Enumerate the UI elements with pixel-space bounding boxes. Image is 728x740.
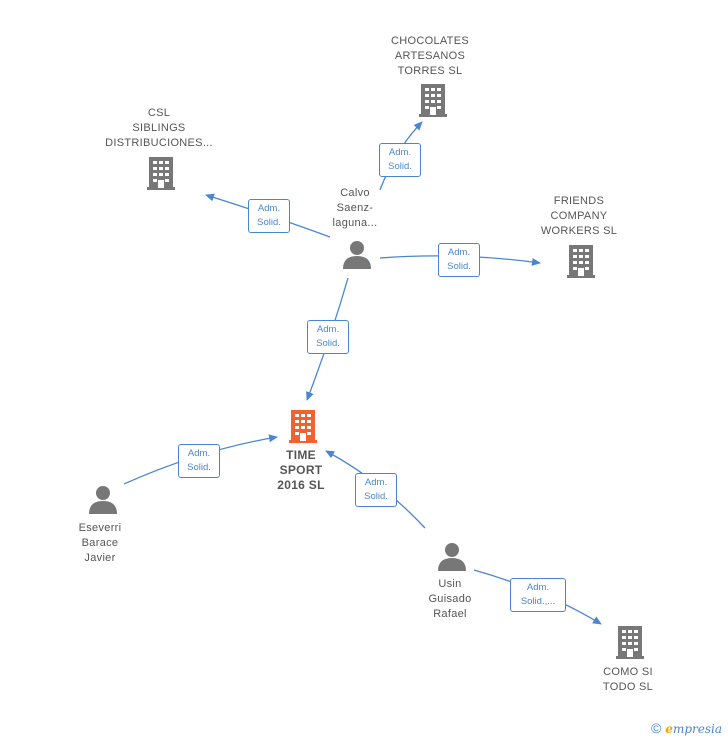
edge-label-calvo-friends[interactable]: Adm. Solid. <box>438 243 480 277</box>
edge-label-line: Solid. <box>364 491 388 502</box>
edge-label-line: Solid. <box>316 338 340 349</box>
edge-label-line: Adm. <box>316 324 340 335</box>
label-line: COMPANY <box>550 210 608 222</box>
edge-label-calvo-csl[interactable]: Adm. Solid. <box>248 199 290 233</box>
label-line: Javier <box>84 552 116 564</box>
copyright-icon: © <box>650 720 662 736</box>
edge-label-calvo-center[interactable]: Adm. Solid. <box>307 320 349 354</box>
building-icon[interactable] <box>616 626 644 659</box>
company-label-friends[interactable]: FRIENDS COMPANY WORKERS SL <box>519 194 639 239</box>
company-label-chocolates[interactable]: CHOCOLATES ARTESANOS TORRES SL <box>370 34 490 79</box>
label-line: TORRES SL <box>397 65 463 77</box>
label-line: DISTRIBUCIONES... <box>105 137 213 149</box>
edge-label-line: Solid. <box>447 261 471 272</box>
edge-label-line: Adm. <box>526 582 550 593</box>
label-line: ARTESANOS <box>394 50 466 62</box>
label-line: Usin <box>438 578 462 590</box>
building-icon[interactable] <box>147 157 175 190</box>
building-icon[interactable] <box>289 410 317 443</box>
label-line: COMO SI <box>603 666 653 678</box>
copyright-footer: ©empresia <box>651 720 722 736</box>
brand-logo-initial: e <box>665 722 673 736</box>
label-line: Calvo <box>340 187 370 199</box>
label-line: SPORT <box>279 463 323 477</box>
label-line: Saenz- <box>336 202 374 214</box>
label-line: WORKERS SL <box>540 225 618 237</box>
edge-label-line: Solid. <box>257 217 281 228</box>
label-line: Barace <box>81 537 119 549</box>
edge-label-usin-comosi[interactable]: Adm. Solid.,... <box>510 578 566 612</box>
person-label-calvo[interactable]: Calvo Saenz- laguna... <box>315 186 395 231</box>
person-icon[interactable] <box>438 543 466 571</box>
brand-logo[interactable]: empresia <box>665 722 722 736</box>
brand-logo-rest: mpresia <box>672 722 722 736</box>
building-icon[interactable] <box>567 245 595 278</box>
person-label-usin[interactable]: Usin Guisado Rafael <box>410 577 490 622</box>
label-line: laguna... <box>332 217 378 229</box>
label-line: FRIENDS <box>553 195 605 207</box>
person-icon[interactable] <box>343 241 371 269</box>
label-line: CSL <box>147 107 171 119</box>
edge-label-line: Adm. <box>364 477 388 488</box>
label-line: Guisado <box>428 593 472 605</box>
edge-label-eseverri-center[interactable]: Adm. Solid. <box>178 444 220 478</box>
label-line: TIME <box>286 448 316 462</box>
label-line: SIBLINGS <box>132 122 186 134</box>
edge-label-calvo-chocolates[interactable]: Adm. Solid. <box>379 143 421 177</box>
person-label-eseverri[interactable]: Eseverri Barace Javier <box>60 521 140 566</box>
edge-label-usin-center[interactable]: Adm. Solid. <box>355 473 397 507</box>
edge-label-line: Adm. <box>388 147 412 158</box>
edge-label-line: Solid. <box>388 161 412 172</box>
edge-label-line: Adm. <box>187 448 211 459</box>
edge-label-line: Solid.,... <box>520 596 556 607</box>
company-label-comosi[interactable]: COMO SI TODO SL <box>568 665 688 695</box>
label-line: Rafael <box>433 608 467 620</box>
label-line: 2016 SL <box>277 478 325 492</box>
company-label-csl[interactable]: CSL SIBLINGS DISTRIBUCIONES... <box>99 106 219 151</box>
edge-label-line: Solid. <box>187 462 211 473</box>
person-icon[interactable] <box>89 486 117 514</box>
label-line: CHOCOLATES <box>391 35 469 47</box>
center-company-label[interactable]: TIME SPORT 2016 SL <box>251 448 351 493</box>
edge-label-line: Adm. <box>447 247 471 258</box>
edge-label-line: Adm. <box>257 203 281 214</box>
building-icon[interactable] <box>419 84 447 117</box>
label-line: TODO SL <box>602 681 654 693</box>
label-line: Eseverri <box>78 522 122 534</box>
